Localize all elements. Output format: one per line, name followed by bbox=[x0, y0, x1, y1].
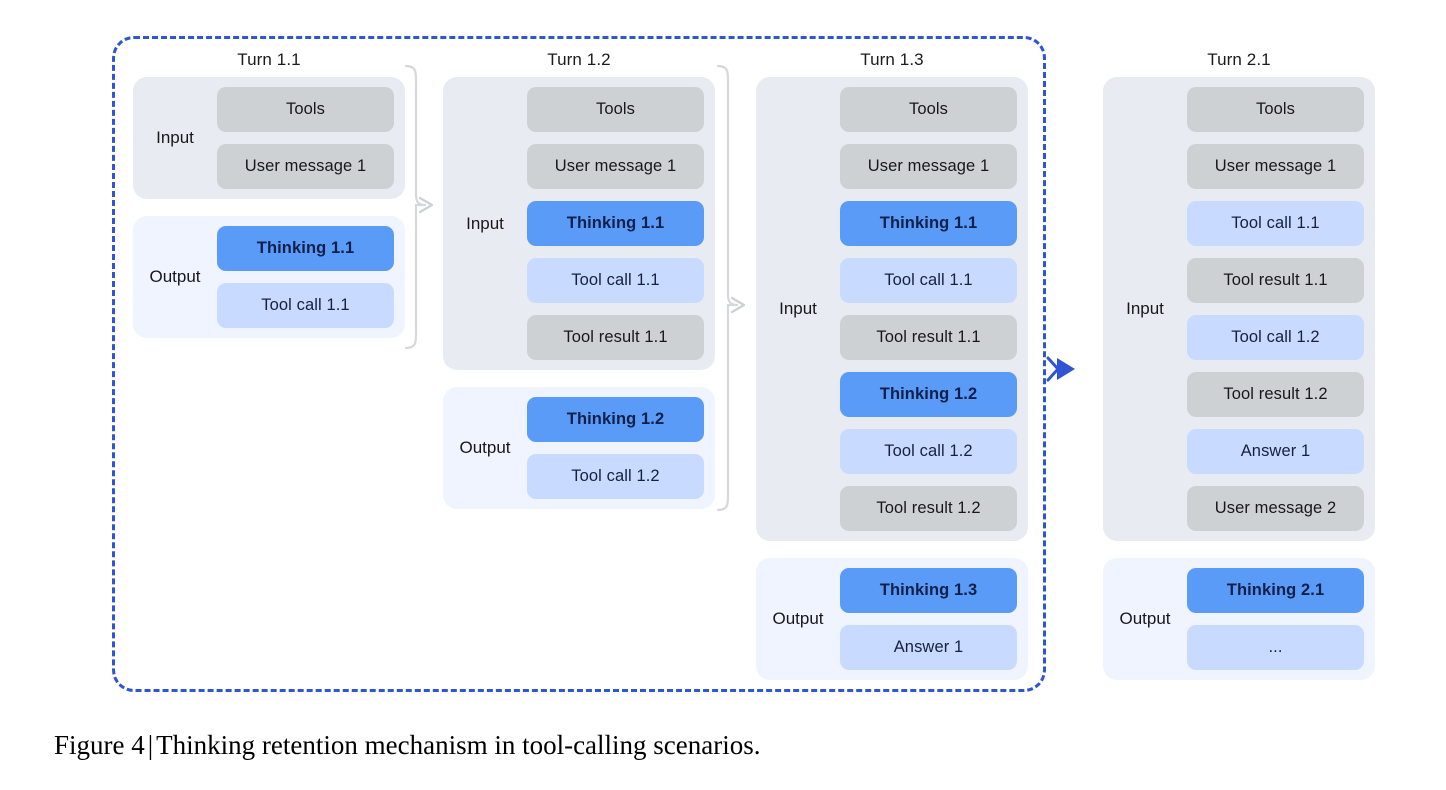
turn-1-input-stack: Tools User message 1 bbox=[217, 87, 394, 189]
output-label: Output bbox=[1119, 609, 1171, 628]
message-chip-user-message-1[interactable]: User message 1 bbox=[527, 144, 704, 189]
turn-title-3: Turn 1.3 bbox=[860, 50, 924, 69]
message-chip-user-message-1[interactable]: User message 1 bbox=[1187, 144, 1364, 189]
message-chip-user-message-2[interactable]: User message 2 bbox=[1187, 486, 1364, 531]
turn-column-2: Turn 1.2 Input Tools User message 1 Thin… bbox=[443, 48, 715, 509]
message-chip-tool-result-1-1[interactable]: Tool result 1.1 bbox=[1187, 258, 1364, 303]
message-chip-tool-call-1-1[interactable]: Tool call 1.1 bbox=[840, 258, 1017, 303]
turn-2-output-group: Output Thinking 1.2 Tool call 1.2 bbox=[443, 387, 715, 509]
turn-3-output-group: Output Thinking 1.3 Answer 1 bbox=[756, 558, 1028, 680]
message-chip-tool-result-1-2[interactable]: Tool result 1.2 bbox=[1187, 372, 1364, 417]
message-chip-thinking-1-3[interactable]: Thinking 1.3 bbox=[840, 568, 1017, 613]
message-chip-thinking-1-2[interactable]: Thinking 1.2 bbox=[527, 397, 704, 442]
input-label: Input bbox=[1126, 299, 1164, 318]
scope-exit-arrow-icon bbox=[1044, 352, 1090, 386]
message-chip-user-message-1[interactable]: User message 1 bbox=[840, 144, 1017, 189]
message-chip-tools[interactable]: Tools bbox=[217, 87, 394, 132]
message-chip-tool-result-1-1[interactable]: Tool result 1.1 bbox=[840, 315, 1017, 360]
turn-1-scope-boundary bbox=[112, 36, 1046, 692]
message-chip-tool-call-1-1[interactable]: Tool call 1.1 bbox=[527, 258, 704, 303]
message-chip-tool-call-1-1[interactable]: Tool call 1.1 bbox=[1187, 201, 1364, 246]
message-chip-tool-call-1-2[interactable]: Tool call 1.2 bbox=[840, 429, 1017, 474]
turn-title-2: Turn 1.2 bbox=[547, 50, 611, 69]
message-chip-tool-call-1-1[interactable]: Tool call 1.1 bbox=[217, 283, 394, 328]
turn-4-output-group: Output Thinking 2.1 ... bbox=[1103, 558, 1375, 680]
turn-3-output-stack: Thinking 1.3 Answer 1 bbox=[840, 568, 1017, 670]
message-chip-thinking-1-1[interactable]: Thinking 1.1 bbox=[217, 226, 394, 271]
message-chip-answer-1[interactable]: Answer 1 bbox=[840, 625, 1017, 670]
message-chip-tools[interactable]: Tools bbox=[840, 87, 1017, 132]
turn-column-4: Turn 2.1 Input Tools User message 1 Tool… bbox=[1103, 48, 1375, 680]
input-label: Input bbox=[466, 213, 504, 233]
message-chip-tools[interactable]: Tools bbox=[527, 87, 704, 132]
message-chip-thinking-1-2[interactable]: Thinking 1.2 bbox=[840, 372, 1017, 417]
message-chip-tool-call-1-2[interactable]: Tool call 1.2 bbox=[527, 454, 704, 499]
message-chip-thinking-2-1[interactable]: Thinking 2.1 bbox=[1187, 568, 1364, 613]
message-chip-user-message-1[interactable]: User message 1 bbox=[217, 144, 394, 189]
figure-caption-text: Thinking retention mechanism in tool-cal… bbox=[156, 730, 761, 760]
message-chip-thinking-1-1[interactable]: Thinking 1.1 bbox=[527, 201, 704, 246]
output-label: Output bbox=[772, 609, 824, 628]
turn-1-output-stack: Thinking 1.1 Tool call 1.1 bbox=[217, 226, 394, 328]
output-label: Output bbox=[459, 438, 511, 457]
figure-caption: Figure 4|Thinking retention mechanism in… bbox=[54, 730, 1394, 761]
turn-2-input-group: Input Tools User message 1 Thinking 1.1 … bbox=[443, 77, 715, 370]
turn-1-input-group: Input Tools User message 1 bbox=[133, 77, 405, 199]
turn-3-input-group: Input Tools User message 1 Thinking 1.1 … bbox=[756, 77, 1028, 541]
turn-4-input-stack: Tools User message 1 Tool call 1.1 Tool … bbox=[1187, 87, 1364, 531]
turn-3-input-stack: Tools User message 1 Thinking 1.1 Tool c… bbox=[840, 87, 1017, 531]
output-label: Output bbox=[149, 267, 201, 286]
turn-column-3: Turn 1.3 Input Tools User message 1 Thin… bbox=[756, 48, 1028, 680]
message-chip-thinking-1-1[interactable]: Thinking 1.1 bbox=[840, 201, 1017, 246]
turn-title-1: Turn 1.1 bbox=[237, 50, 301, 69]
turn-1-output-group: Output Thinking 1.1 Tool call 1.1 bbox=[133, 216, 405, 338]
message-chip-answer-1[interactable]: Answer 1 bbox=[1187, 429, 1364, 474]
input-label: Input bbox=[779, 299, 817, 318]
message-chip-ellipsis[interactable]: ... bbox=[1187, 625, 1364, 670]
input-label: Input bbox=[156, 128, 194, 147]
figure-caption-label: Figure 4 bbox=[54, 730, 145, 760]
turn-title-4: Turn 2.1 bbox=[1207, 50, 1271, 69]
turn-4-output-stack: Thinking 2.1 ... bbox=[1187, 568, 1364, 670]
turn-4-input-group: Input Tools User message 1 Tool call 1.1… bbox=[1103, 77, 1375, 541]
message-chip-tool-result-1-1[interactable]: Tool result 1.1 bbox=[527, 315, 704, 360]
message-chip-tool-result-1-2[interactable]: Tool result 1.2 bbox=[840, 486, 1017, 531]
turn-2-output-stack: Thinking 1.2 Tool call 1.2 bbox=[527, 397, 704, 499]
turn-column-1: Turn 1.1 Input Tools User message 1 Outp… bbox=[133, 48, 405, 338]
figure-caption-separator: | bbox=[147, 730, 154, 760]
turn-2-input-stack: Tools User message 1 Thinking 1.1 Tool c… bbox=[527, 87, 704, 360]
message-chip-tool-call-1-2[interactable]: Tool call 1.2 bbox=[1187, 315, 1364, 360]
message-chip-tools[interactable]: Tools bbox=[1187, 87, 1364, 132]
